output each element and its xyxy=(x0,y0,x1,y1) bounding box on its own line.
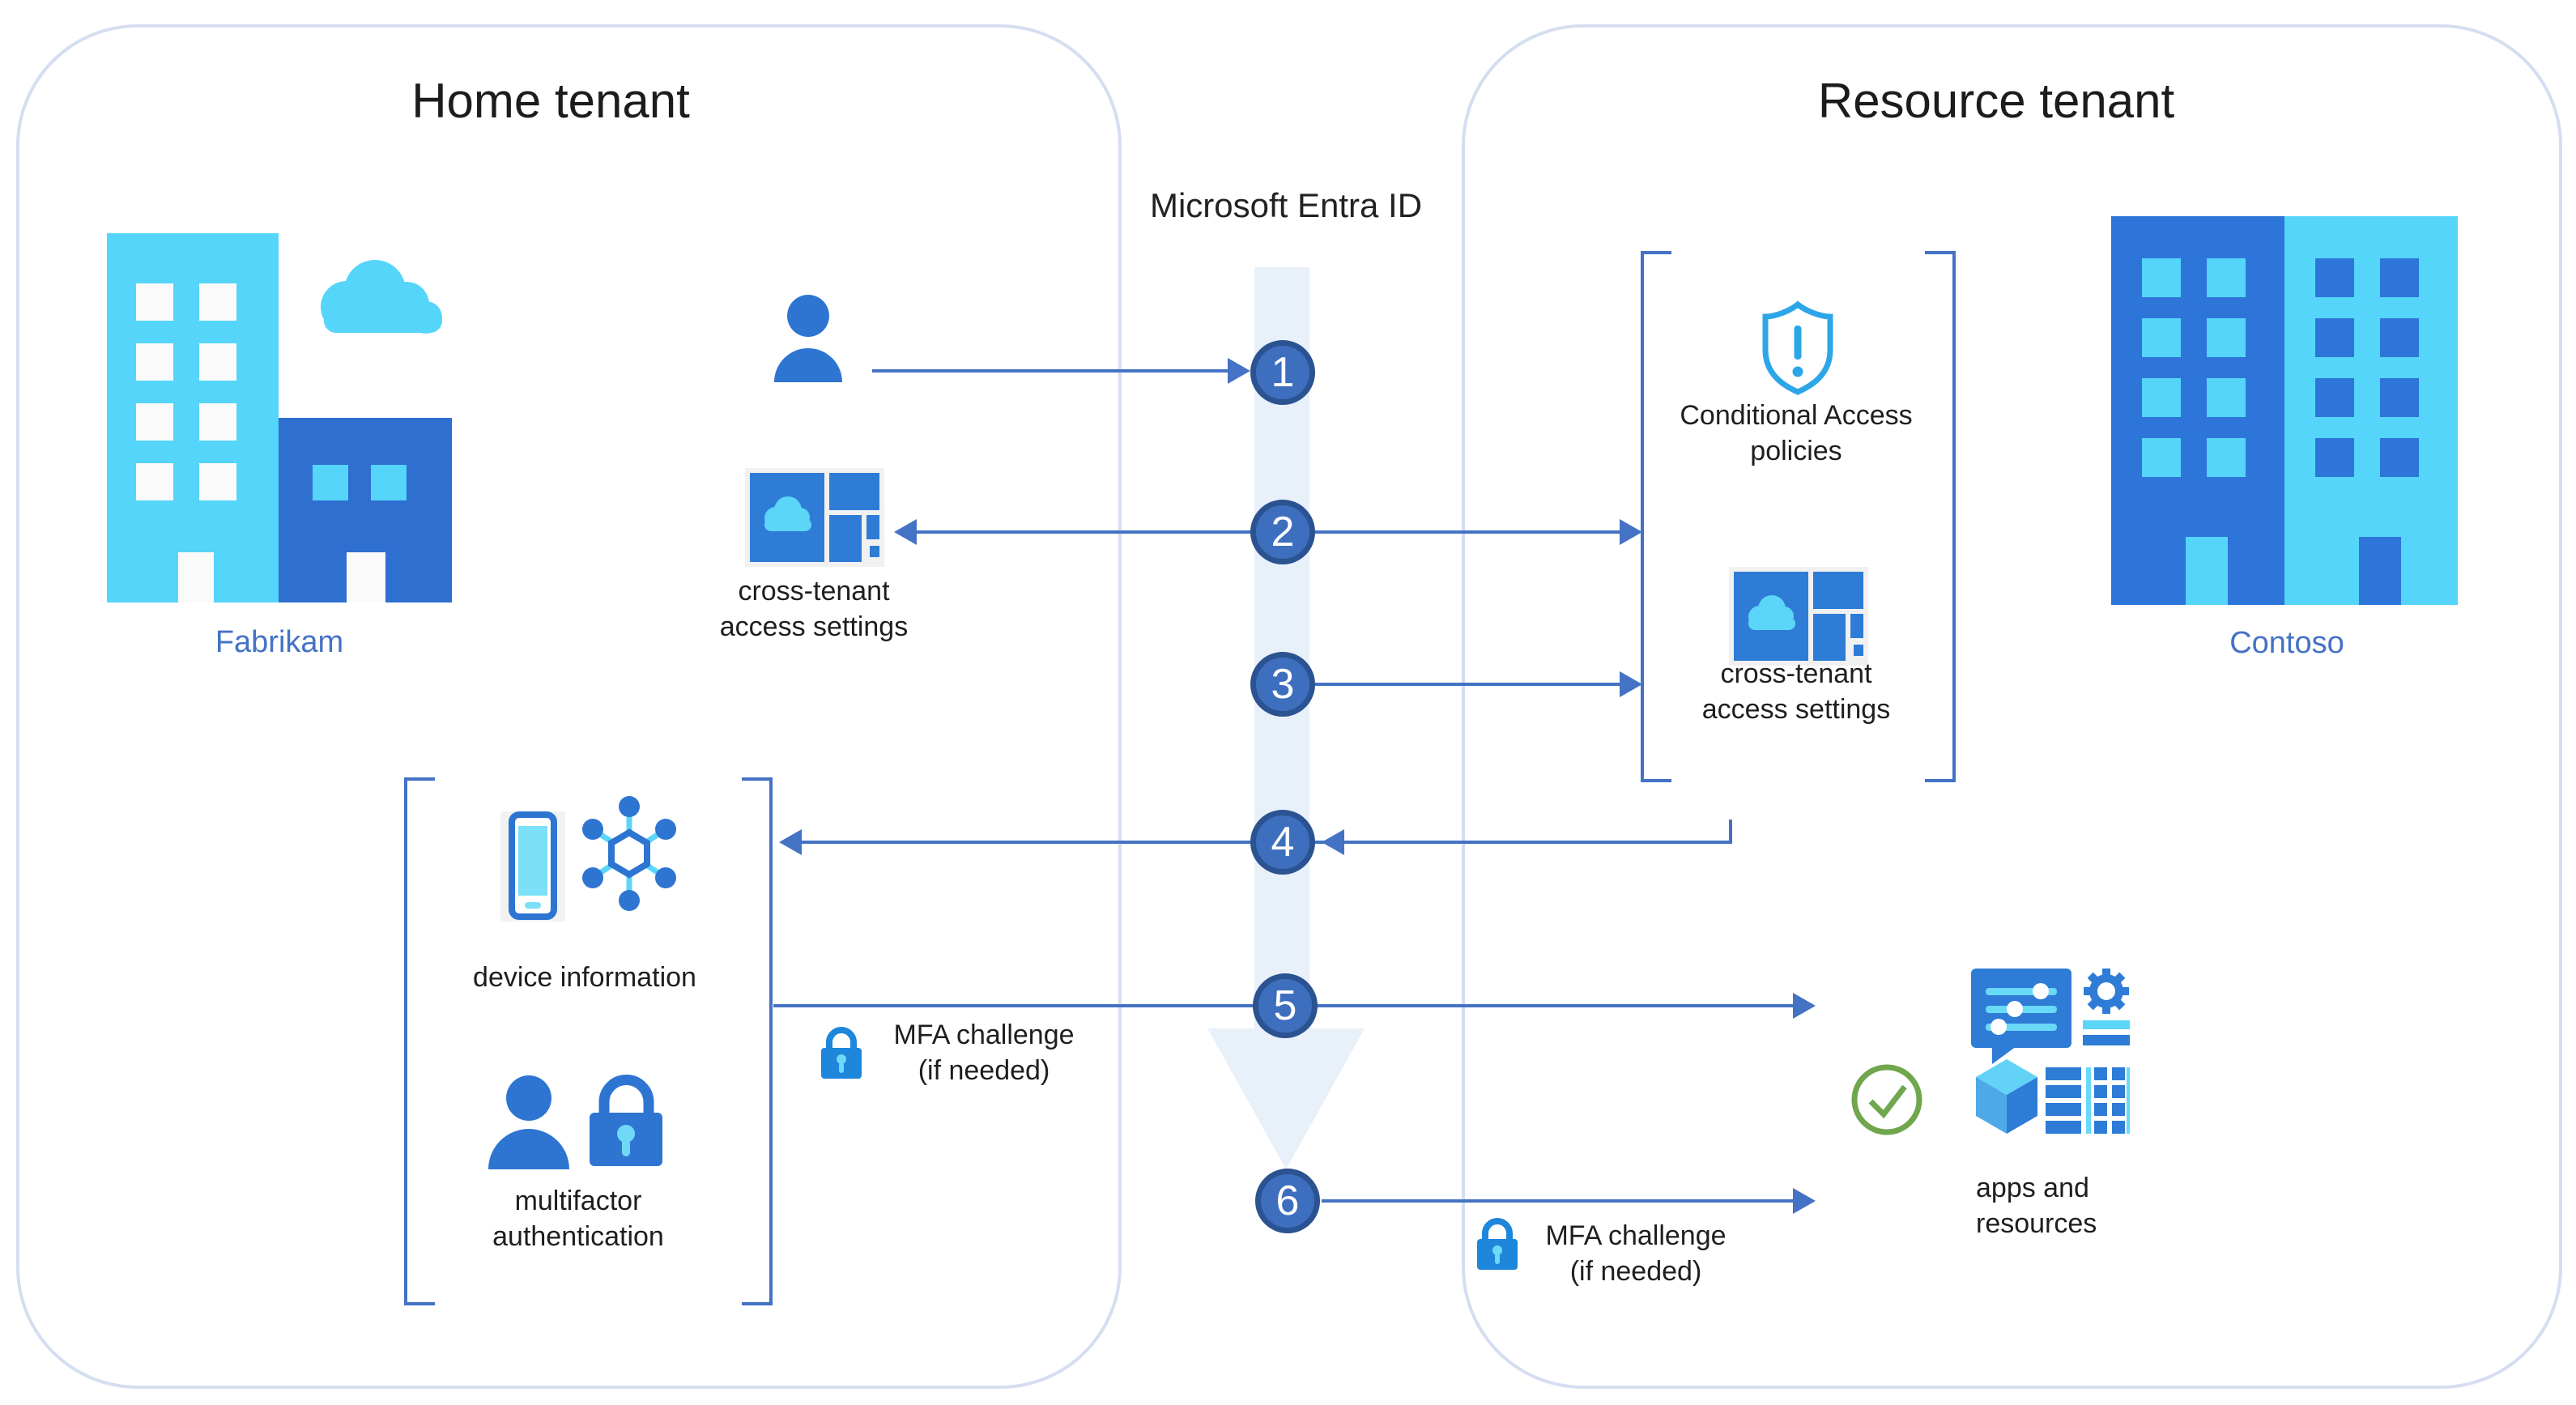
home-cross-tenant-settings-icon xyxy=(745,468,884,567)
phone-icon xyxy=(500,811,565,922)
conditional-access-label: Conditional Access policies xyxy=(1675,398,1918,469)
contoso-buildings-icon xyxy=(2111,216,2458,605)
entra-id-title: Microsoft Entra ID xyxy=(1149,186,1423,224)
resource-bracket-right xyxy=(1925,251,1956,782)
resource-mfa-challenge-label: MFA challenge (if needed) xyxy=(1531,1218,1741,1289)
resource-mfa-challenge-line2: (if needed) xyxy=(1569,1256,1702,1287)
fabrikam-buildings-icon xyxy=(107,233,452,602)
resource-mfa-challenge-lock-icon xyxy=(1477,1218,1518,1270)
multifactor-authentication-label: multifactor authentication xyxy=(416,1183,740,1254)
home-tenant-title: Home tenant xyxy=(411,74,690,128)
home-bracket-right xyxy=(742,777,773,1305)
step-circle-3: 3 xyxy=(1250,652,1315,717)
success-check-icon xyxy=(1851,1064,1922,1135)
home-org-label: Fabrikam xyxy=(215,625,344,659)
apps-label-line2: resources xyxy=(1976,1208,2097,1239)
home-bracket-left xyxy=(404,777,435,1305)
step-circle-6: 6 xyxy=(1255,1169,1320,1233)
resource-bracket-left xyxy=(1641,251,1671,782)
home-mfa-challenge-lock-icon xyxy=(821,1027,862,1079)
user-icon xyxy=(774,295,842,382)
arrow-4-head-mid xyxy=(1322,829,1344,855)
arrow-4-head-left xyxy=(779,829,802,855)
app-table-icon xyxy=(2046,1067,2130,1134)
resource-cross-tenant-settings-icon xyxy=(1729,567,1868,666)
device-information-label: device information xyxy=(473,962,696,993)
arrow-1-head xyxy=(1228,358,1250,384)
app-cube-icon xyxy=(1976,1059,2037,1134)
multifactor-label-line1: multifactor xyxy=(514,1186,642,1216)
home-cross-tenant-label-line2: access settings xyxy=(719,611,909,642)
resource-tenant-box xyxy=(1462,24,2562,1389)
apps-and-resources-label: apps and resources xyxy=(1976,1170,2219,1241)
arrow-4-line xyxy=(802,820,1732,844)
multifactor-label-line2: authentication xyxy=(492,1221,664,1252)
home-cross-tenant-label: cross-tenant access settings xyxy=(692,573,935,645)
conditional-access-line1: Conditional Access xyxy=(1680,400,1913,431)
step-circle-4: 4 xyxy=(1250,810,1315,875)
arrow-3-head xyxy=(1620,671,1642,697)
arrow-6-head xyxy=(1793,1188,1816,1214)
mfa-lock-icon xyxy=(590,1075,662,1166)
resource-cross-tenant-label: cross-tenant access settings xyxy=(1675,656,1918,727)
step-circle-2: 2 xyxy=(1250,500,1315,564)
home-mfa-challenge-label: MFA challenge (if needed) xyxy=(879,1017,1089,1088)
network-icon xyxy=(582,796,676,911)
conditional-access-line2: policies xyxy=(1750,436,1842,466)
step-circle-1: 1 xyxy=(1250,340,1315,405)
resource-cross-tenant-label-line1: cross-tenant xyxy=(1720,658,1872,689)
app-feedback-icon xyxy=(1971,969,2071,1064)
resource-mfa-challenge-line1: MFA challenge xyxy=(1545,1220,1727,1251)
entra-flow-arrowhead xyxy=(1207,1028,1365,1169)
conditional-access-shield-icon xyxy=(1762,300,1833,395)
mfa-person-icon xyxy=(488,1075,569,1169)
home-cross-tenant-label-line1: cross-tenant xyxy=(738,576,890,607)
resource-org-label: Contoso xyxy=(2229,626,2344,660)
home-mfa-challenge-line2: (if needed) xyxy=(918,1055,1050,1086)
step-circle-5: 5 xyxy=(1253,973,1318,1038)
home-tenant-box xyxy=(16,24,1122,1389)
arrow-2-head-right xyxy=(1620,519,1642,545)
home-mfa-challenge-line1: MFA challenge xyxy=(893,1020,1075,1050)
app-gear-icon xyxy=(2083,969,2130,1045)
resource-cross-tenant-label-line2: access settings xyxy=(1701,694,1891,725)
apps-label-line1: apps and xyxy=(1976,1173,2089,1203)
arrow-2-head-left xyxy=(894,519,917,545)
resource-tenant-title: Resource tenant xyxy=(1817,74,2175,128)
arrow-5-head xyxy=(1793,993,1816,1019)
